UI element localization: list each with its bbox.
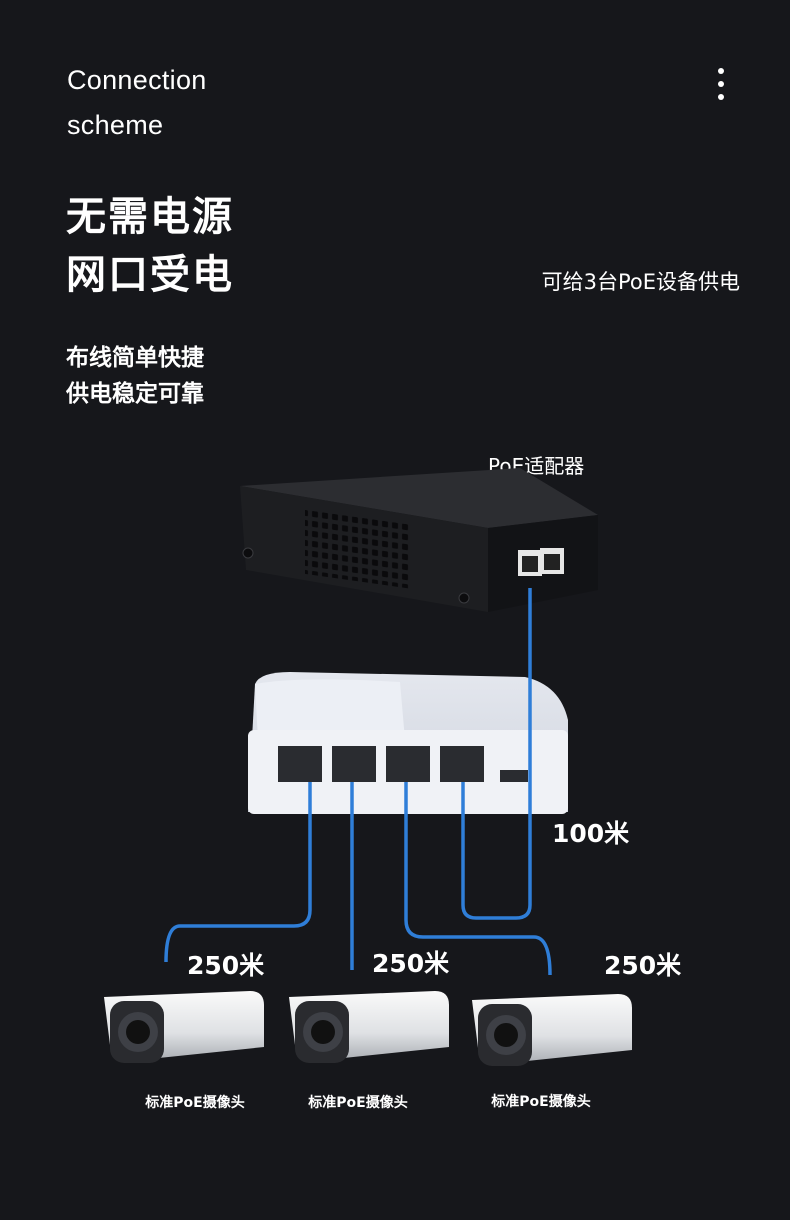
more-vertical-icon[interactable] [706,66,736,104]
camera-label: 标准PoE摄像头 [308,1095,408,1111]
headline: 无需电源 网口受电 [66,188,326,304]
camera-label: 标准PoE摄像头 [491,1094,591,1110]
feature-list: 布线简单快捷 供电稳定可靠 [66,340,306,412]
power-capacity-text: 可给3台PoE设备供电 [541,270,740,294]
headline-line-2: 网口受电 [66,252,234,298]
camera-2 [289,991,449,1063]
uplink-distance-label: 100米 [552,819,630,848]
camera-distance-label: 250米 [187,951,265,980]
heading-line-1: Connection [67,65,207,95]
poe-switch [248,672,568,814]
poe-adapter [240,468,598,612]
section-heading: Connection scheme [67,58,307,148]
camera-distance-label: 250米 [604,951,682,980]
camera-cable [404,782,552,976]
camera-label: 标准PoE摄像头 [145,1095,245,1111]
feature-item: 布线简单快捷 [66,345,204,371]
camera-3 [472,994,632,1066]
camera-cable [164,782,312,963]
headline-line-1: 无需电源 [66,194,234,240]
camera-distance-label: 250米 [372,949,450,978]
uplink-cable [461,588,532,920]
heading-line-2: scheme [67,110,164,140]
feature-item: 供电稳定可靠 [66,381,204,407]
camera-1 [104,991,264,1063]
